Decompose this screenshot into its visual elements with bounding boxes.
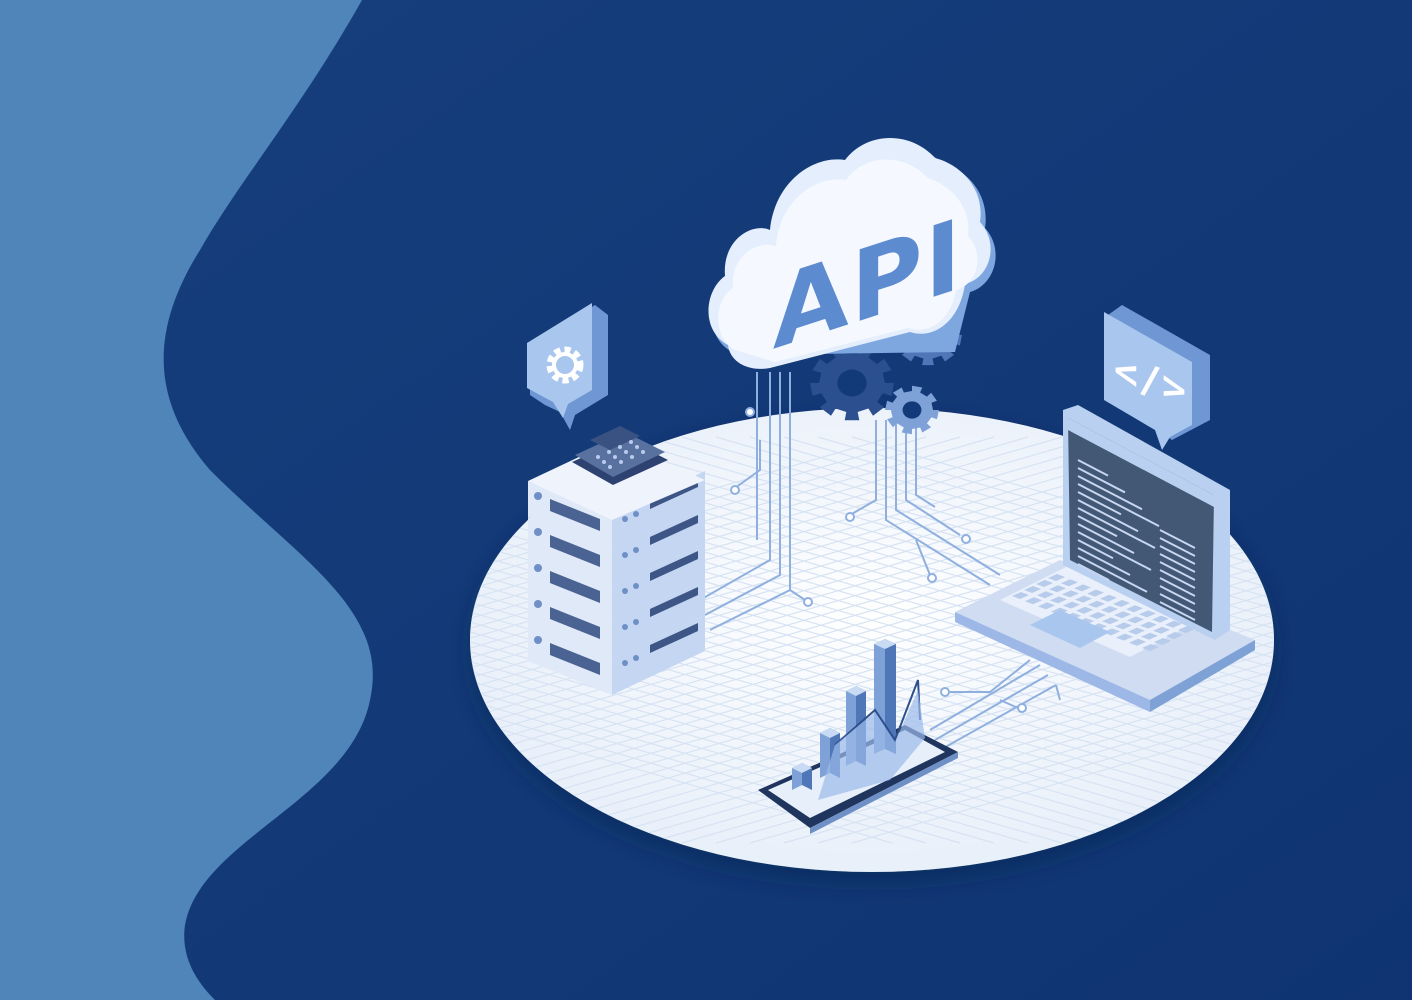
laptop-icon <box>955 405 1255 712</box>
circuit-wires <box>699 372 1061 751</box>
tablet-chart-icon <box>758 639 958 834</box>
server-rack-icon <box>528 426 705 695</box>
cloud-icon: API <box>708 138 996 372</box>
code-bubble: </> <box>1104 305 1210 450</box>
settings-bubble <box>527 303 608 430</box>
gear-icon <box>546 346 584 384</box>
decorative-wave <box>0 0 373 1000</box>
